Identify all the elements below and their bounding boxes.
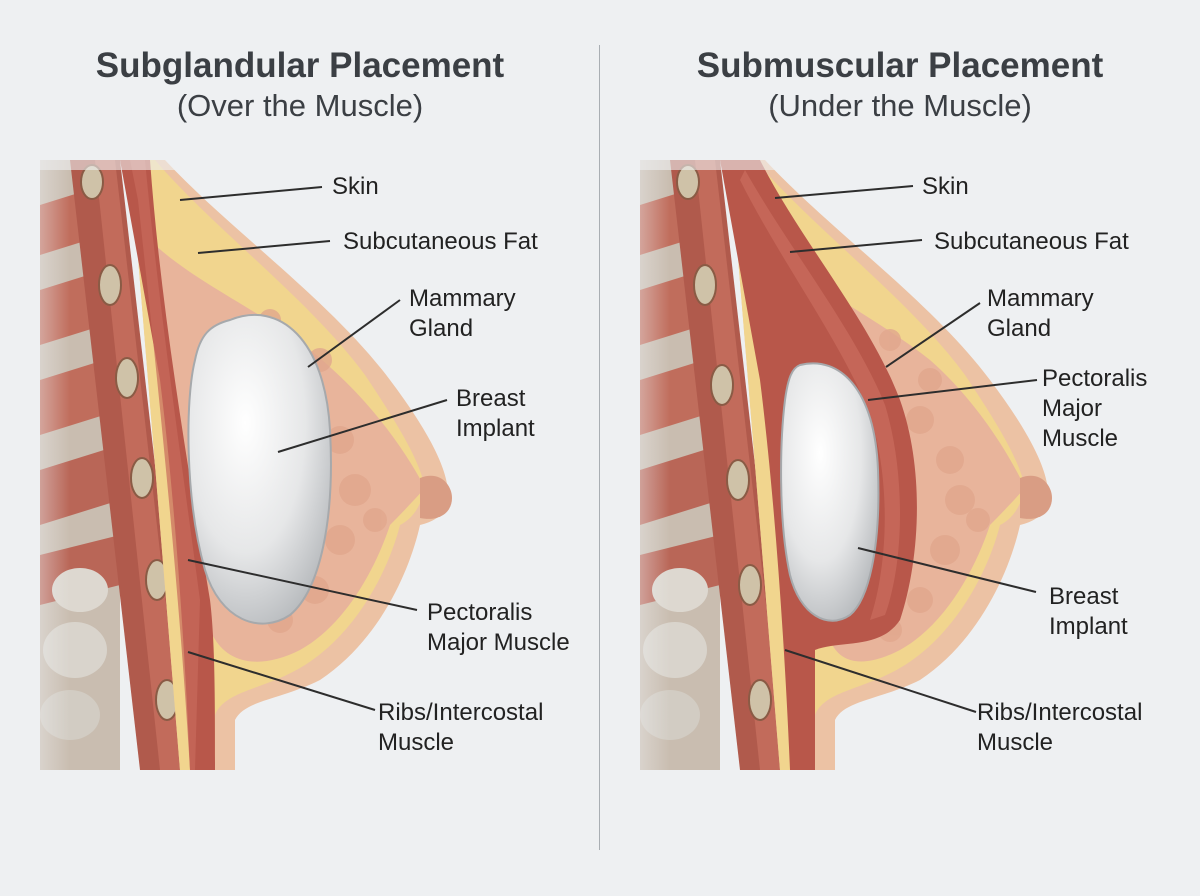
implant xyxy=(780,362,880,622)
implant xyxy=(187,314,332,625)
subglandular-illustration xyxy=(0,150,452,790)
rib-column xyxy=(70,160,190,770)
label-breast-implant: Breast Implant xyxy=(456,385,535,442)
label-subcutaneous-fat: Subcutaneous Fat xyxy=(934,228,1129,255)
leader-lines xyxy=(774,185,1038,713)
subglandular-panel: Subglandular Placement (Over the Muscle) xyxy=(0,46,570,790)
label-ribs-intercostal: Ribs/Intercostal Muscle xyxy=(378,699,544,756)
label-pectoralis-major: Pectoralis Major Muscle xyxy=(1042,365,1148,452)
label-skin: Skin xyxy=(922,173,969,200)
panel-subtitle: (Under the Muscle) xyxy=(768,88,1032,123)
panel-divider xyxy=(599,45,600,850)
label-pectoralis-major: Pectoralis Major Muscle xyxy=(427,599,570,656)
submuscular-illustration xyxy=(600,150,1200,790)
label-mammary-gland: Mammary Gland xyxy=(409,285,516,342)
label-breast-implant: Breast Implant xyxy=(1049,583,1128,640)
rib-column xyxy=(670,160,790,770)
panel-title: Subglandular Placement xyxy=(95,46,505,85)
panel-subtitle: (Over the Muscle) xyxy=(176,88,424,123)
label-ribs-intercostal: Ribs/Intercostal Muscle xyxy=(977,699,1143,756)
leader-lines xyxy=(179,186,448,711)
label-skin: Skin xyxy=(332,173,379,200)
panel-title: Submuscular Placement xyxy=(696,46,1104,85)
submuscular-panel: Submuscular Placement (Under the Muscle) xyxy=(600,0,1200,896)
label-subcutaneous-fat: Subcutaneous Fat xyxy=(343,228,538,255)
label-mammary-gland: Mammary Gland xyxy=(987,285,1094,342)
